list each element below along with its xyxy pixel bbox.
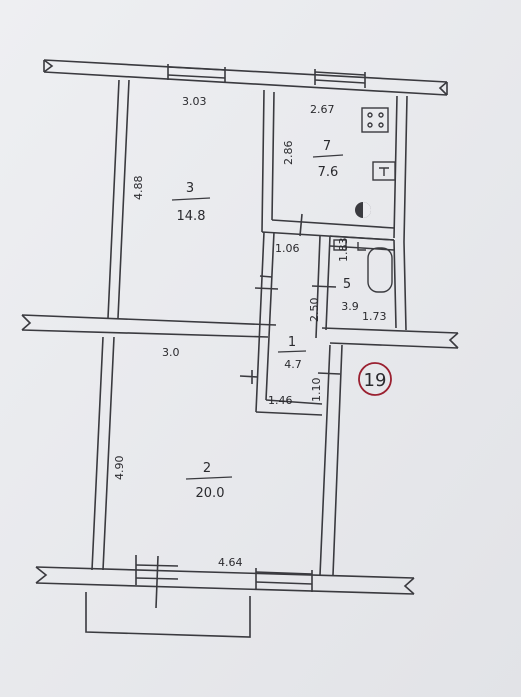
wall-break-left-top bbox=[43, 59, 54, 73]
wall-3-7 bbox=[261, 89, 275, 233]
middle-wall-right bbox=[321, 327, 459, 349]
door-tick-2 bbox=[239, 370, 259, 384]
apartment-number-badge bbox=[358, 362, 392, 396]
walls bbox=[21, 59, 459, 638]
room-7-fraction-line bbox=[312, 154, 344, 158]
left-wall-room-2 bbox=[91, 336, 115, 571]
room-7-number: 7 bbox=[323, 139, 331, 154]
door-tick-5 bbox=[311, 285, 337, 288]
apartment-number: 19 bbox=[364, 370, 387, 391]
room-1-fraction-line bbox=[277, 350, 307, 353]
bottom-wall bbox=[35, 566, 415, 595]
kitchen-fixtures bbox=[361, 107, 396, 181]
window-bottom bbox=[255, 571, 313, 585]
wall-room-1-bottom bbox=[255, 399, 323, 416]
room-2-area: 20.0 bbox=[196, 486, 225, 501]
room-5-d2: 2.50 bbox=[308, 298, 321, 323]
room-1-w1: 1.06 bbox=[275, 242, 300, 255]
room-5-d3: 1.73 bbox=[362, 310, 387, 323]
room-7-width: 2.67 bbox=[310, 103, 335, 116]
boiler-half bbox=[363, 202, 371, 218]
room-1-h: 1.10 bbox=[310, 378, 323, 403]
room-5-number: 5 bbox=[343, 277, 351, 292]
wall-corridor-left bbox=[255, 231, 275, 413]
wall-break-left-mid bbox=[21, 314, 32, 331]
stove-icon bbox=[361, 107, 389, 133]
wall-bath-right bbox=[393, 239, 407, 331]
room-2-fraction-line bbox=[185, 476, 233, 480]
bathroom-fixtures bbox=[333, 239, 393, 293]
bathtub-icon bbox=[367, 247, 393, 293]
door-tick-7 bbox=[299, 213, 303, 237]
room-3-length: 4.88 bbox=[132, 176, 145, 201]
door-tick-entry bbox=[317, 372, 341, 375]
left-wall-room-3 bbox=[107, 79, 130, 319]
toilet-icon bbox=[333, 239, 347, 251]
room-3-fraction-line bbox=[171, 197, 211, 201]
room-2-number: 2 bbox=[203, 461, 211, 476]
wall-break-right-mid bbox=[448, 332, 459, 349]
room-3-width: 3.03 bbox=[182, 95, 207, 108]
room-5-d1: 1.83 bbox=[337, 238, 350, 263]
room-7-length: 2.86 bbox=[282, 141, 295, 166]
room-7-area: 7.6 bbox=[318, 165, 339, 180]
room-2-bottom: 4.64 bbox=[218, 556, 243, 569]
room-2-width: 3.0 bbox=[162, 346, 180, 359]
window-top-left bbox=[167, 66, 226, 79]
room-3-number: 3 bbox=[186, 181, 194, 196]
balcony bbox=[85, 592, 251, 638]
room-1-w2: 1.46 bbox=[268, 394, 293, 407]
wall-right-room-2 bbox=[319, 344, 343, 576]
room-3-area: 14.8 bbox=[177, 209, 206, 224]
middle-wall bbox=[21, 314, 277, 338]
wall-break-left-bottom bbox=[35, 566, 48, 584]
sink-icon bbox=[372, 161, 396, 181]
window-top-right bbox=[314, 71, 366, 84]
room-1-number: 1 bbox=[288, 335, 296, 350]
top-wall bbox=[43, 59, 448, 96]
room-1-area: 4.7 bbox=[284, 358, 302, 371]
room-5-area: 3.9 bbox=[341, 300, 359, 313]
room-2-length: 4.90 bbox=[113, 456, 126, 481]
wall-break-right-bottom bbox=[403, 577, 415, 595]
wall-break-right-top bbox=[438, 81, 448, 96]
door-tick-3 bbox=[254, 275, 279, 290]
